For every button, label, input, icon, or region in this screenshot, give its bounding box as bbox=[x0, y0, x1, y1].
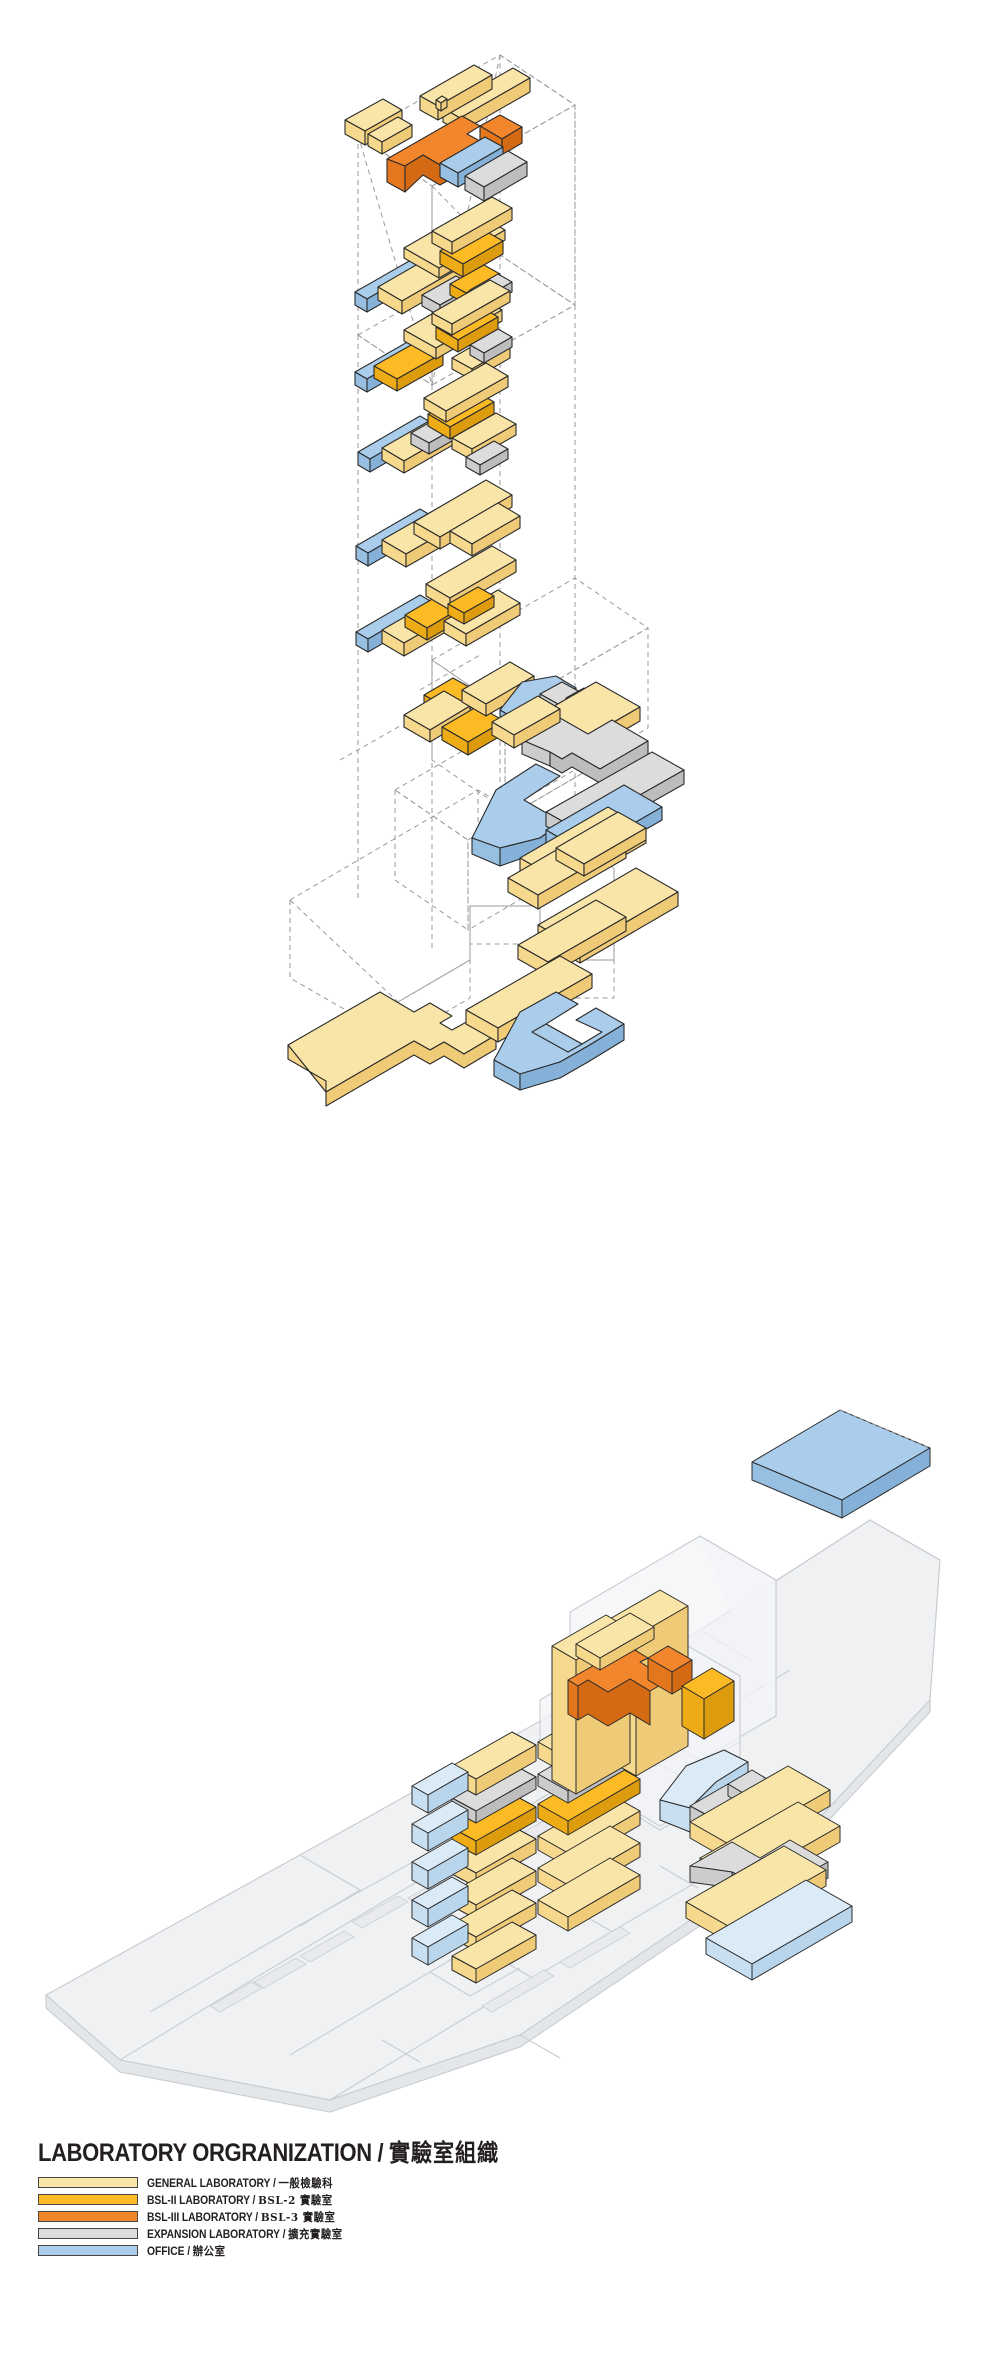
exploded-level-mid-a bbox=[357, 362, 517, 476]
stack-bsl3-small bbox=[647, 1645, 693, 1695]
legend-title: LABORATORY ORGRANIZATION / 實驗室組織 bbox=[38, 2140, 654, 2166]
legend-swatch-office bbox=[38, 2245, 138, 2257]
legend-label-bsl2: BSL-II LABORATORY / BSL-2 實驗室 bbox=[147, 2192, 333, 2207]
volume-general-notch bbox=[435, 95, 448, 112]
exploded-axonometric-view bbox=[287, 54, 685, 1107]
legend-label-expansion: EXPANSION LABORATORY / 擴充實驗室 bbox=[147, 2226, 343, 2241]
legend-swatch-bsl3 bbox=[38, 2211, 138, 2223]
legend-label-general: GENERAL LABORATORY / 一般檢驗科 bbox=[147, 2175, 333, 2190]
legend-swatch-bsl2 bbox=[38, 2194, 138, 2206]
legend-swatch-general bbox=[38, 2177, 138, 2189]
legend-title-chinese: 實驗室組織 bbox=[389, 2138, 500, 2167]
stack-office-ghost-column bbox=[411, 1762, 469, 1966]
legend-item-office[interactable]: OFFICE / 辦公室 bbox=[38, 2243, 738, 2258]
volume-general bbox=[431, 279, 511, 336]
volume-expansion bbox=[464, 150, 528, 202]
volume-general bbox=[555, 811, 647, 877]
legend-title-english: LABORATORY ORGRANIZATION bbox=[38, 2139, 372, 2167]
exploded-level-mid-c bbox=[355, 545, 521, 657]
legend-label-office: OFFICE / 辦公室 bbox=[147, 2243, 226, 2258]
legend-item-general[interactable]: GENERAL LABORATORY / 一般檢驗科 bbox=[38, 2175, 738, 2190]
volume-expansion bbox=[469, 328, 513, 364]
exploded-level-ground bbox=[287, 867, 679, 1107]
detached-office-block bbox=[751, 1409, 931, 1519]
volume-general bbox=[491, 695, 561, 749]
legend-items: GENERAL LABORATORY / 一般檢驗科 BSL-II LABORA… bbox=[38, 2175, 738, 2258]
volume-general bbox=[367, 116, 413, 155]
exploded-level-podium-a bbox=[403, 661, 649, 784]
stack-bsl2-band bbox=[681, 1667, 735, 1740]
exploded-level-mid-b bbox=[355, 479, 521, 568]
volume-expansion bbox=[465, 440, 509, 476]
stack-general-cap bbox=[575, 1612, 655, 1671]
legend-item-bsl2[interactable]: BSL-II LABORATORY / BSL-2 實驗室 bbox=[38, 2192, 738, 2207]
legend-block: LABORATORY ORGRANIZATION / 實驗室組織 GENERAL… bbox=[38, 2140, 738, 2260]
volume-office bbox=[531, 1023, 583, 1053]
legend-title-separator: / bbox=[371, 2139, 390, 2167]
assembled-massing-stack bbox=[411, 1589, 853, 1984]
volume-bsl2 bbox=[447, 586, 495, 625]
stack-podium-wing bbox=[659, 1749, 853, 1981]
legend-label-bsl3: BSL-III LABORATORY / BSL-3 實驗室 bbox=[147, 2209, 336, 2224]
volume-general bbox=[449, 502, 521, 557]
site-massing-view bbox=[44, 1409, 941, 2113]
legend-swatch-expansion bbox=[38, 2228, 138, 2240]
legend-item-bsl3[interactable]: BSL-III LABORATORY / BSL-3 實驗室 bbox=[38, 2209, 738, 2224]
volume-general bbox=[423, 362, 509, 423]
volume-general bbox=[419, 64, 493, 121]
legend-item-expansion[interactable]: EXPANSION LABORATORY / 擴充實驗室 bbox=[38, 2226, 738, 2241]
exploded-level-office-expansion bbox=[439, 136, 528, 202]
exploded-level-upper-b bbox=[354, 279, 513, 393]
exploded-level-podium-b bbox=[471, 751, 685, 910]
volume-general bbox=[431, 196, 513, 255]
volume-general bbox=[287, 991, 497, 1107]
stack-general-bars bbox=[451, 1731, 537, 1984]
